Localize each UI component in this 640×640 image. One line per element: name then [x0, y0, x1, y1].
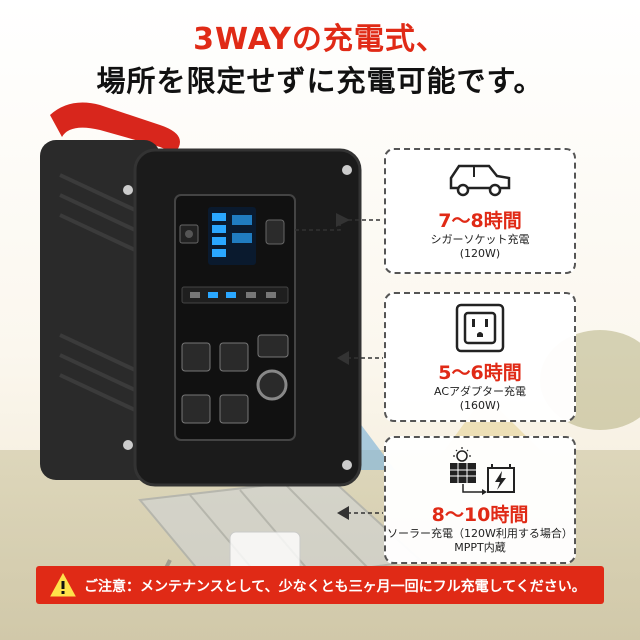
car-socket — [256, 369, 288, 401]
arrow-to-card3 — [337, 506, 383, 520]
red-handle — [50, 102, 180, 153]
power-button — [265, 219, 285, 245]
charge-method: ACアダプター充電 — [433, 385, 526, 398]
notice-bar: ご注意：メンテナンスとして、少なくとも三ヶ月一回にフル充電してください。 — [36, 566, 604, 604]
warning-icon — [50, 573, 76, 597]
headline-line2: 場所を限定せずに充電可能です。 — [96, 64, 544, 98]
charge-method: シガーソケット充電 — [430, 233, 530, 246]
charge-time: 5〜6時間 — [438, 362, 522, 384]
charge-method: ソーラー充電（120W利用する場合） — [387, 527, 573, 540]
charge-detail: (160W) — [459, 399, 501, 412]
solar-panel-battery-icon — [450, 447, 515, 495]
ac-outlet-icon — [455, 303, 505, 353]
charge-time: 8〜10時間 — [431, 504, 529, 526]
side-vents — [59, 173, 136, 412]
headline-line1: 3WAYの充電式、 — [0, 14, 640, 58]
headline-line1-text: 3WAYの充電式、 — [193, 22, 447, 57]
notice-text: ご注意：メンテナンスとして、少なくとも三ヶ月一回にフル充電してください。 — [84, 579, 586, 595]
charge-detail: MPPT内蔵 — [454, 541, 506, 554]
ac-outlets — [181, 342, 249, 424]
arrow-to-card1 — [295, 213, 380, 231]
charging-card-ac: 5〜6時間 ACアダプター充電 (160W) — [384, 292, 576, 422]
arrow-to-card2 — [337, 351, 383, 365]
charge-detail: (120W) — [459, 247, 501, 260]
charging-card-car: 7〜8時間 シガーソケット充電 (120W) — [384, 148, 576, 274]
car-icon — [449, 164, 511, 197]
charge-time: 7〜8時間 — [438, 210, 522, 232]
power-station — [40, 102, 362, 487]
charging-card-solar: 8〜10時間 ソーラー充電（120W利用する場合） MPPT内蔵 — [384, 436, 576, 564]
